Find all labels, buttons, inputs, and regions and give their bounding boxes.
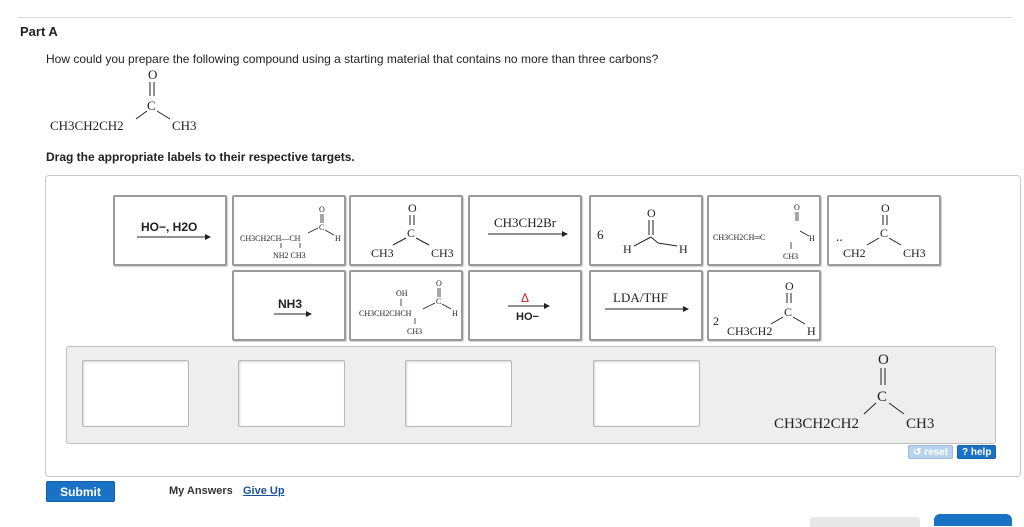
drop-target-3[interactable] xyxy=(405,360,512,427)
instruction-text: Drag the appropriate labels to their res… xyxy=(46,150,355,164)
svg-text:CH3: CH3 xyxy=(371,246,394,260)
drop-target-2[interactable] xyxy=(238,360,345,427)
target-compound: O C CH3CH2CH2 CH3 xyxy=(46,66,216,136)
svg-text:CH3CH2CH═C: CH3CH2CH═C xyxy=(713,233,765,242)
label-heat-hydroxide[interactable]: Δ HO− xyxy=(468,270,582,341)
help-icon: ? xyxy=(962,447,969,458)
label-propanal[interactable]: 2 O C CH3CH2 H xyxy=(707,270,821,341)
svg-text:CH3: CH3 xyxy=(903,246,926,260)
label-acetaldehyde[interactable]: 6 O H H xyxy=(589,195,703,266)
svg-text:CH3CH2CHCH: CH3CH2CHCH xyxy=(359,309,412,318)
part-title: Part A xyxy=(20,24,58,39)
help-button[interactable]: ? help xyxy=(957,445,997,459)
svg-text:CH3CH2CH2: CH3CH2CH2 xyxy=(774,416,859,432)
drop-target-area xyxy=(66,346,996,444)
propyl-group: CH3CH2CH2 xyxy=(50,118,124,133)
label-aldol-product[interactable]: O C H OH CH3CH2CHCH CH3 xyxy=(349,270,463,341)
svg-text:O: O xyxy=(647,206,656,220)
svg-text:CH3: CH3 xyxy=(431,246,454,260)
svg-text:CH2: CH2 xyxy=(843,246,866,260)
svg-text:C: C xyxy=(784,305,792,319)
svg-text:C: C xyxy=(880,226,888,240)
label-ammonia[interactable]: NH3 xyxy=(232,270,346,341)
svg-text:O: O xyxy=(881,201,890,215)
svg-text:O: O xyxy=(319,205,325,214)
svg-text:OH: OH xyxy=(396,289,408,298)
svg-text:CH3CH2CH—CH: CH3CH2CH—CH xyxy=(240,234,301,243)
svg-text:O: O xyxy=(878,352,889,368)
label-amino-aldehyde[interactable]: O C H CH3CH2CH—CH NH2 CH3 xyxy=(232,195,346,266)
svg-text:H: H xyxy=(809,234,815,243)
svg-text:O: O xyxy=(794,203,800,212)
svg-text:H: H xyxy=(679,242,688,256)
label-lda-thf[interactable]: LDA/THF xyxy=(589,270,703,341)
oxygen-label: O xyxy=(148,67,157,82)
svg-text:C: C xyxy=(319,223,324,232)
label-hydroxide-water[interactable]: HO−, H2O xyxy=(113,195,227,266)
top-divider xyxy=(18,17,1012,18)
label-ethyl-bromide[interactable]: CH3CH2Br xyxy=(468,195,582,266)
reset-button[interactable]: ↺ reset xyxy=(908,445,954,459)
svg-text:NH2 CH3: NH2 CH3 xyxy=(273,251,306,260)
svg-text:O: O xyxy=(785,279,794,293)
coefficient: 6 xyxy=(597,227,604,242)
svg-text:H: H xyxy=(807,324,816,338)
reagent-text: HO− xyxy=(516,311,539,323)
reset-icon: ↺ xyxy=(913,447,922,458)
svg-text:CH3: CH3 xyxy=(783,252,798,261)
reagent-text: NH3 xyxy=(278,297,302,311)
svg-text:CH3CH2: CH3CH2 xyxy=(727,324,772,338)
drop-target-4[interactable] xyxy=(593,360,700,427)
heat-symbol: Δ xyxy=(521,291,529,305)
submit-button[interactable]: Submit xyxy=(46,481,115,502)
label-enolate[interactable]: O C ˙˙ CH2 CH3 xyxy=(827,195,941,266)
svg-text:O: O xyxy=(408,201,417,215)
svg-text:O: O xyxy=(436,279,442,288)
coefficient: 2 xyxy=(713,314,719,328)
reagent-text: LDA/THF xyxy=(613,290,668,305)
svg-text:C: C xyxy=(407,226,415,240)
svg-text:C: C xyxy=(877,389,887,405)
question-text: How could you prepare the following comp… xyxy=(46,52,659,66)
svg-text:C: C xyxy=(436,297,441,306)
continue-button-partial[interactable] xyxy=(934,514,1012,526)
my-answers-label: My Answers xyxy=(169,485,233,497)
reagent-text: CH3CH2Br xyxy=(494,215,557,230)
bottom-button-partial[interactable] xyxy=(810,517,920,527)
methyl-group: CH3 xyxy=(172,118,197,133)
svg-text:H: H xyxy=(452,309,458,318)
svg-text:H: H xyxy=(623,242,632,256)
label-acetone[interactable]: O C CH3 CH3 xyxy=(349,195,463,266)
svg-text:CH3: CH3 xyxy=(906,416,934,432)
lone-pair-dots: ˙˙ xyxy=(836,239,843,250)
label-unsaturated-aldehyde[interactable]: O CH3CH2CH═C CH3CH2CH═C H CH3 xyxy=(707,195,821,266)
give-up-link[interactable]: Give Up xyxy=(243,485,285,497)
product-compound: O C CH3CH2CH2 CH3 xyxy=(772,350,952,436)
svg-text:CH3: CH3 xyxy=(407,327,422,336)
carbon-label: C xyxy=(147,98,156,113)
svg-text:H: H xyxy=(335,234,341,243)
reagent-text: HO−, H2O xyxy=(141,220,197,234)
drop-target-1[interactable] xyxy=(82,360,189,427)
